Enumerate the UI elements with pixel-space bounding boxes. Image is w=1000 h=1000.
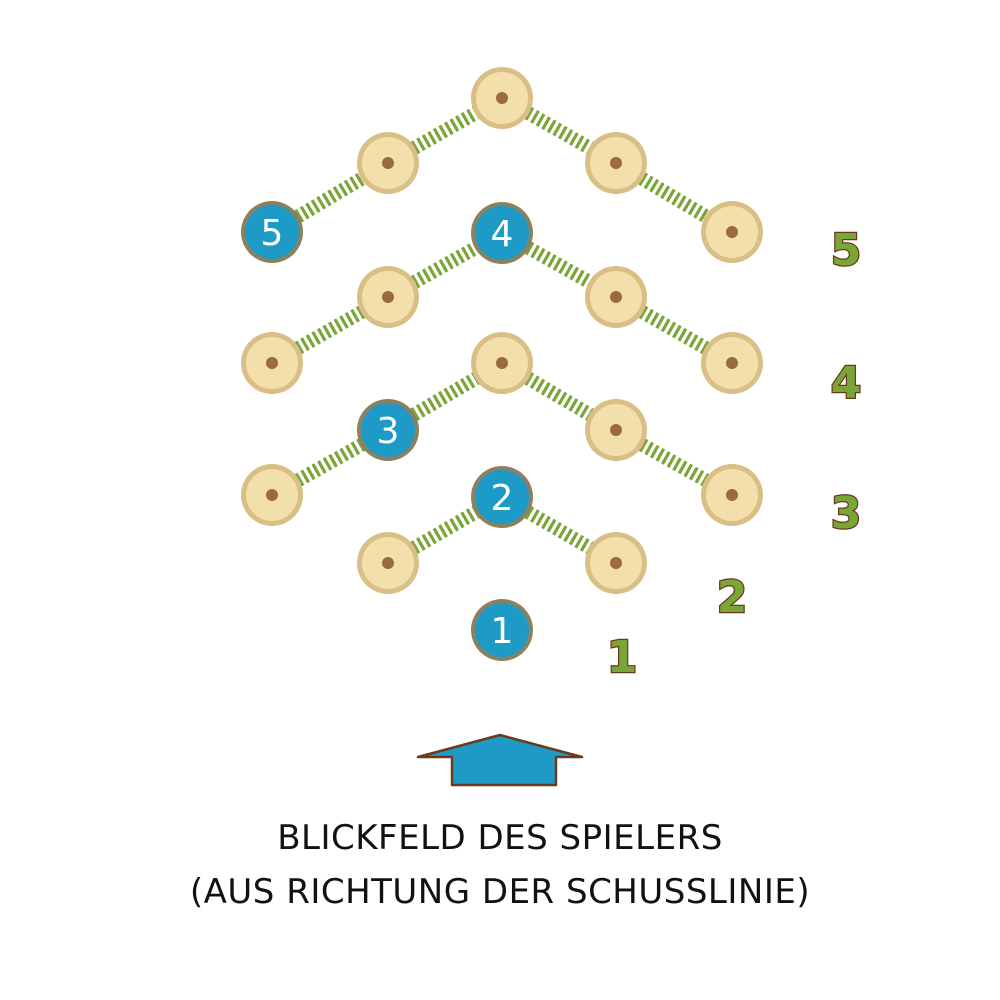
- pin: [585, 266, 647, 328]
- highlighted-pin: 4: [471, 202, 533, 264]
- pin: [585, 132, 647, 194]
- pin-hole: [382, 157, 394, 169]
- pin-link: [294, 438, 366, 487]
- pin: [701, 201, 763, 263]
- pin-number: 4: [491, 214, 514, 255]
- row-label-1: 1: [607, 632, 638, 683]
- row-label-2: 2: [717, 572, 748, 623]
- row-label-5: 5: [831, 225, 862, 276]
- pin-number: 1: [491, 611, 514, 652]
- highlighted-pin: 1: [471, 599, 533, 661]
- arrow-up-icon: [416, 733, 584, 787]
- pin-number: 2: [491, 478, 514, 519]
- pin-hole: [266, 489, 278, 501]
- pin: [241, 464, 303, 526]
- pin-link: [410, 241, 480, 289]
- pin-hole: [726, 226, 738, 238]
- pin-link: [294, 172, 366, 223]
- pin-link: [638, 172, 710, 223]
- pin-link: [294, 305, 366, 355]
- pin-hole: [496, 357, 508, 369]
- pin-face: [361, 403, 415, 457]
- pin-link: [638, 438, 710, 487]
- pin-link: [524, 241, 594, 289]
- pin: [471, 332, 533, 394]
- pin-face: [475, 470, 529, 524]
- pin-link: [524, 106, 594, 155]
- highlighted-pin: 2: [471, 466, 533, 528]
- link-layer: [294, 106, 710, 555]
- pin: [471, 67, 533, 129]
- highlighted-pin: 5: [241, 201, 303, 263]
- pin-layer: 1 2 3 4 5: [241, 67, 763, 661]
- pin-face: [475, 603, 529, 657]
- pin-face: [475, 206, 529, 260]
- pin: [357, 266, 419, 328]
- pin-link: [524, 372, 594, 421]
- pin: [701, 464, 763, 526]
- pin-hole: [382, 557, 394, 569]
- pin-face: [245, 205, 299, 259]
- pin: [585, 532, 647, 594]
- pin: [357, 532, 419, 594]
- caption-line-1: BLICKFELD DES SPIELERS: [277, 818, 723, 858]
- pin-link: [410, 372, 480, 421]
- pin-link: [524, 505, 594, 555]
- pin-link: [410, 505, 480, 555]
- pin: [585, 399, 647, 461]
- pin-hole: [610, 424, 622, 436]
- pin-hole: [266, 357, 278, 369]
- row-label-layer: 1 2 3 4 5: [605, 224, 862, 685]
- pin-hole: [610, 557, 622, 569]
- pin-number: 3: [377, 411, 400, 452]
- pin: [701, 332, 763, 394]
- pin-number: 5: [261, 213, 284, 254]
- pin-link: [638, 305, 710, 355]
- pin-hole: [726, 357, 738, 369]
- pin-hole: [726, 489, 738, 501]
- caption-line-2: (AUS RICHTUNG DER SCHUSSLINIE): [189, 872, 811, 912]
- pin: [241, 332, 303, 394]
- pin-hole: [610, 291, 622, 303]
- pin-hole: [610, 157, 622, 169]
- pin-hole: [382, 291, 394, 303]
- pin-link: [410, 106, 480, 155]
- pin: [357, 132, 419, 194]
- pin-hole: [496, 92, 508, 104]
- highlighted-pin: 3: [357, 399, 419, 461]
- row-label-4: 4: [831, 358, 862, 409]
- player-arrow: [416, 733, 584, 787]
- row-label-3: 3: [831, 488, 862, 539]
